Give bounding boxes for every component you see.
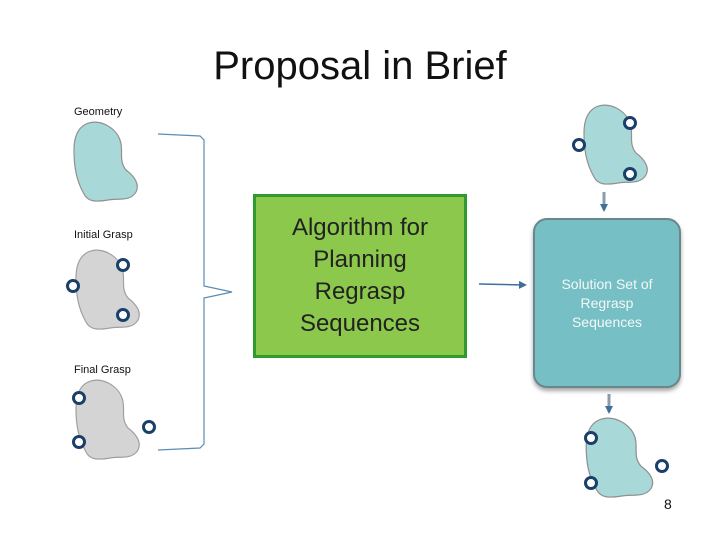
solution-top-finger-contact bbox=[572, 138, 586, 152]
geometry-label: Geometry bbox=[74, 106, 123, 118]
final-finger-contact bbox=[72, 391, 86, 405]
final-finger-contact bbox=[142, 420, 156, 434]
solution-object-top bbox=[583, 104, 648, 185]
initial-grasp-label: Initial Grasp bbox=[74, 229, 133, 241]
initial-finger-contact bbox=[116, 308, 130, 322]
geometry-object bbox=[73, 121, 138, 202]
solution-bottom-finger-contact bbox=[584, 476, 598, 490]
initial-grasp-object bbox=[75, 249, 140, 330]
initial-finger-contact bbox=[116, 258, 130, 272]
solution-top-finger-contact bbox=[623, 116, 637, 130]
algorithm-box: Algorithm for Planning Regrasp Sequences bbox=[253, 194, 467, 358]
solution-box-text: Solution Set of Regrasp Sequences bbox=[561, 275, 653, 330]
slide-title: Proposal in Brief bbox=[213, 44, 507, 88]
final-grasp-label: Final Grasp bbox=[74, 364, 131, 376]
final-grasp-object bbox=[75, 379, 140, 460]
final-finger-contact bbox=[72, 435, 86, 449]
page-number: 8 bbox=[664, 496, 672, 512]
algorithm-to-solution-arrow bbox=[478, 280, 527, 289]
solution-bottom-finger-contact bbox=[655, 459, 669, 473]
solution-top-finger-contact bbox=[623, 167, 637, 181]
algorithm-box-text: Algorithm for Planning Regrasp Sequences bbox=[291, 214, 429, 337]
solution-bottom-finger-contact bbox=[584, 431, 598, 445]
input-bracket bbox=[157, 133, 233, 451]
solution-box: Solution Set of Regrasp Sequences bbox=[533, 218, 681, 388]
initial-finger-contact bbox=[66, 279, 80, 293]
